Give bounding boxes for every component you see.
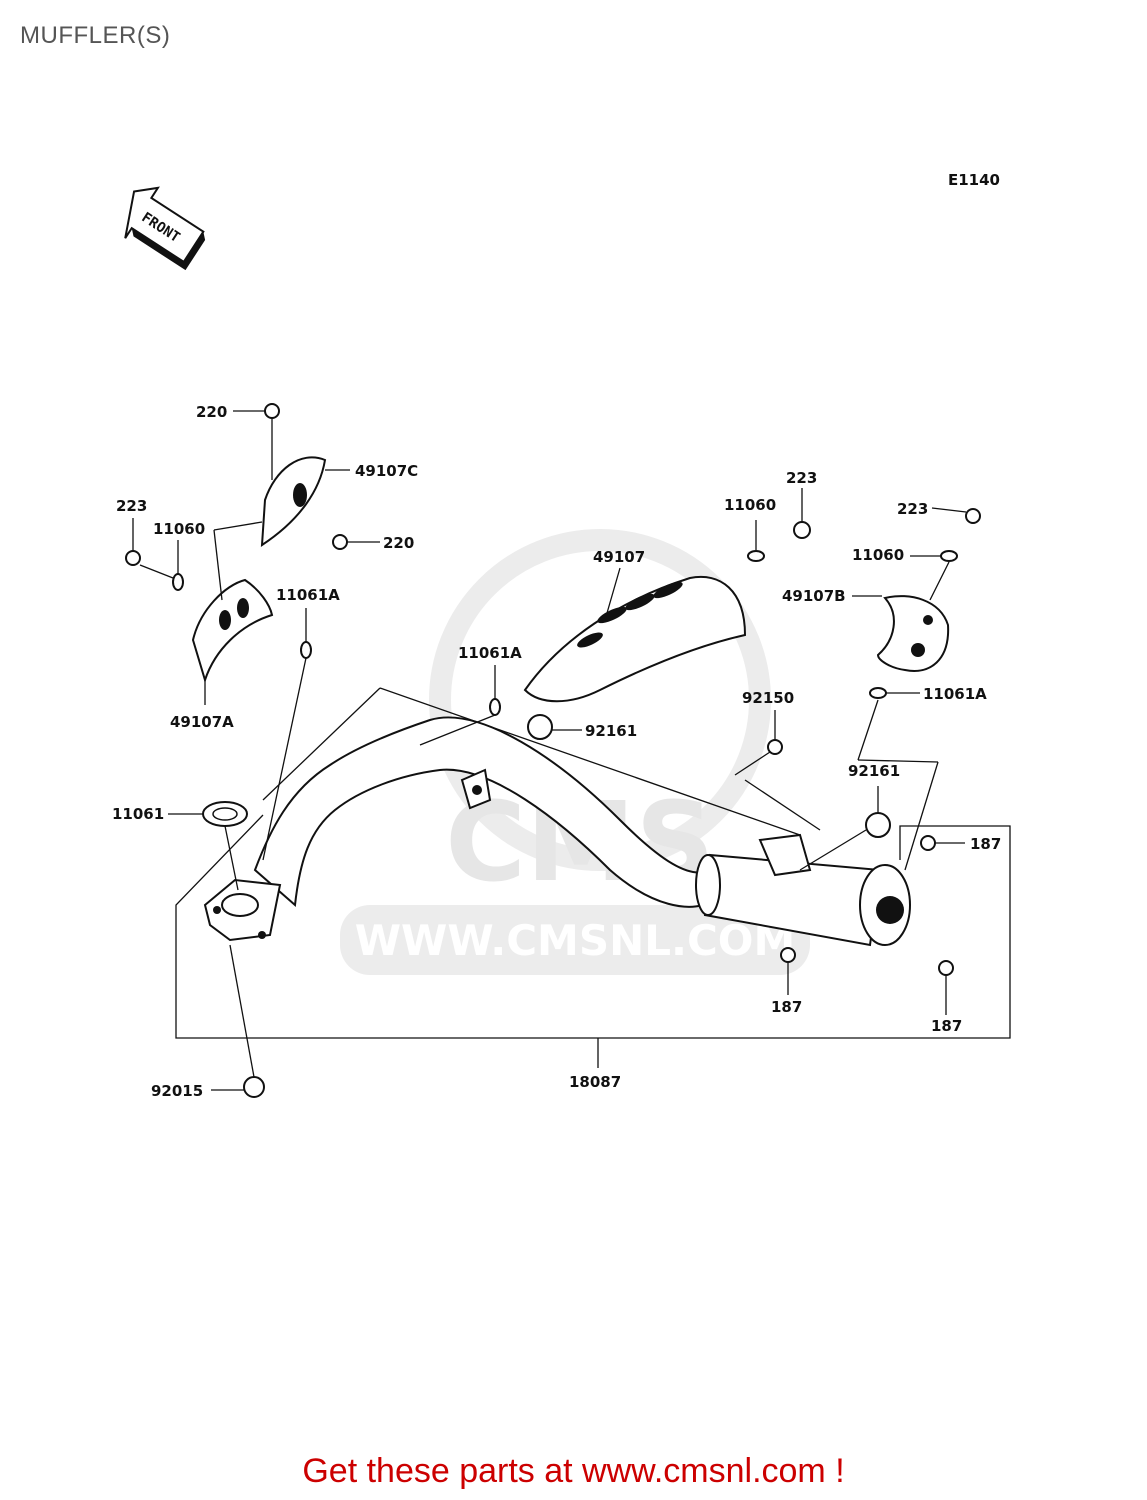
part-label-49107b: 49107B <box>782 587 846 605</box>
heat-guard-49107a <box>191 578 274 684</box>
part-label-11061: 11061 <box>112 805 164 823</box>
muffler-body <box>695 833 911 947</box>
fasteners <box>125 403 981 1098</box>
page-title: MUFFLER(S) <box>20 22 171 49</box>
heat-guard-49107 <box>523 575 747 703</box>
part-label-49107c: 49107C <box>355 462 418 480</box>
part-label-11060-left: 11060 <box>153 520 205 538</box>
part-labels: 220 49107C 220 223 11060 11061A 49107A 4… <box>112 403 1001 1100</box>
part-label-92161-b: 92161 <box>848 762 900 780</box>
footer-link[interactable]: Get these parts at www.cmsnl.com ! <box>302 1452 845 1490</box>
exhaust-pipe <box>203 716 717 942</box>
part-label-220-mid: 220 <box>383 534 414 552</box>
front-arrow-icon: FRONT <box>124 186 206 271</box>
parts-diagram: CMS WWW.CMSNL.COM E1140 FRONT <box>112 171 1011 1100</box>
part-label-220-top: 220 <box>196 403 227 421</box>
part-label-49107: 49107 <box>593 548 645 566</box>
part-label-92015: 92015 <box>151 1082 203 1100</box>
part-label-11061a-mid: 11061A <box>458 644 522 662</box>
part-label-11060-right: 11060 <box>852 546 904 564</box>
part-label-223-mid: 223 <box>786 469 817 487</box>
part-label-92150: 92150 <box>742 689 794 707</box>
part-label-223-left: 223 <box>116 497 147 515</box>
part-label-187-right: 187 <box>970 835 1001 853</box>
part-label-11061a-left: 11061A <box>276 586 340 604</box>
part-label-223-right: 223 <box>897 500 928 518</box>
part-label-18087: 18087 <box>569 1073 621 1091</box>
part-label-11060-mid: 11060 <box>724 496 776 514</box>
part-label-187-bottom-right: 187 <box>931 1017 962 1035</box>
part-label-92161-a: 92161 <box>585 722 637 740</box>
part-label-49107a: 49107A <box>170 713 234 731</box>
assembly-bracket <box>175 814 1011 1039</box>
watermark-url: WWW.CMSNL.COM <box>355 916 796 965</box>
leader-lines <box>132 410 967 1091</box>
part-label-187-bottom-mid: 187 <box>771 998 802 1016</box>
diagram-code: E1140 <box>948 171 1000 189</box>
heat-guard-49107b <box>876 595 950 672</box>
heat-guard-49107c <box>260 456 327 547</box>
part-label-11061a-right: 11061A <box>923 685 987 703</box>
